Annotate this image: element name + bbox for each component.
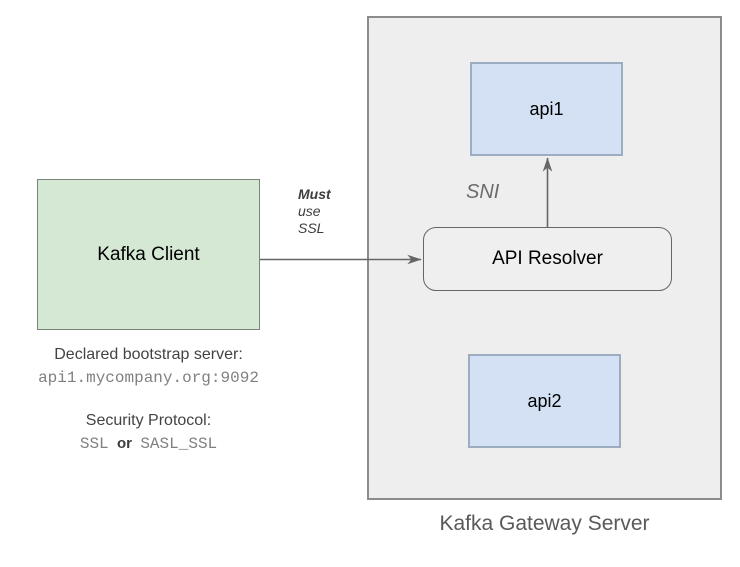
ssl-note-line-3: SSL [298,220,325,236]
security-protocol-title: Security Protocol: [85,412,212,429]
security-protocol-option-2: SASL_SSL [140,435,218,453]
bootstrap-server-title: Declared bootstrap server: [54,346,243,363]
info-spacer [7,390,290,410]
security-protocol-option-1: SSL [79,435,109,453]
kafka-client-node: Kafka Client [37,179,260,330]
ssl-edge-annotation: Must use SSL [298,186,358,237]
sni-edge-annotation: SNI [466,181,500,203]
security-protocol-values: SSL or SASL_SSL [7,432,290,456]
security-protocol-separator: or [108,435,141,452]
ssl-note-line-2: use [298,203,321,219]
ssl-note-line-1: Must [298,186,331,202]
api1-node: api1 [470,62,623,156]
api2-node: api2 [468,354,621,448]
kafka-client-label: Kafka Client [97,243,200,265]
bootstrap-server-value: api1.mycompany.org:9092 [38,369,259,387]
api-resolver-label: API Resolver [492,248,603,269]
gateway-caption: Kafka Gateway Server [439,512,650,535]
api1-label: api1 [529,98,564,119]
client-config-info: Declared bootstrap server: api1.mycompan… [7,344,290,456]
api2-label: api2 [527,390,562,411]
api-resolver-node: API Resolver [423,227,672,291]
